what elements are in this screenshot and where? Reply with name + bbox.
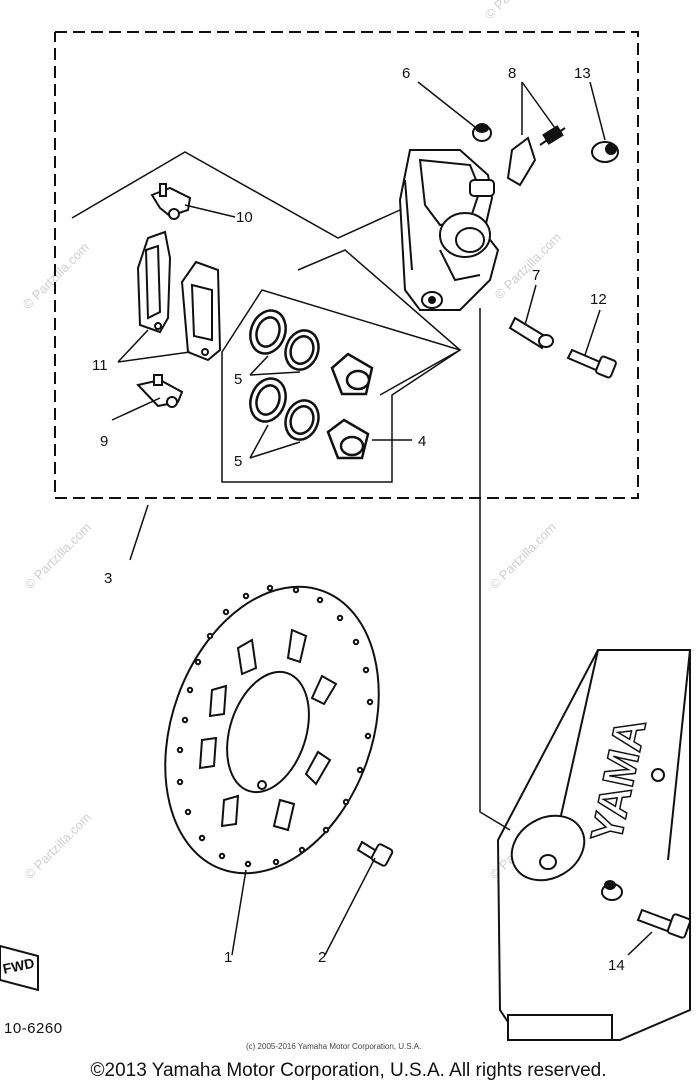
watermark: © Partzilla.com [492,230,565,303]
callout-11: 11 [92,357,108,374]
piston-seals [249,309,320,441]
watermark: © Partzilla.com [482,0,555,22]
callout-10: 10 [236,209,253,226]
cap-part [591,141,619,163]
fork-bolt [636,908,692,939]
watermark: © Partzilla.com [487,520,560,593]
small-copyright: (c) 2005-2016 Yamaha Motor Corporation, … [246,1042,421,1051]
bleed-screw [506,125,566,187]
pad-clip-bottom [136,374,184,408]
fork-brand-text: YAMA [582,714,656,847]
brake-disc [164,584,380,875]
callout-3: 3 [104,570,112,587]
seal-kit-box [221,289,462,483]
callout-2: 2 [318,949,326,966]
callout-13: 13 [574,65,591,82]
callout-4: 4 [418,433,426,450]
callout-14: 14 [608,957,625,974]
front-fork [496,649,691,1041]
watermark: © Partzilla.com [22,520,95,593]
figure-code: 10-6260 [4,1020,63,1037]
fwd-badge: FWD [0,944,39,992]
callout-6: 6 [402,65,410,82]
caliper-assembly-box [54,31,639,499]
callout-5b: 5 [234,453,242,470]
reference-line [479,308,511,831]
callout-8: 8 [508,65,516,82]
leader-lines [111,81,653,956]
bleed-cap [472,123,492,142]
callout-1: 1 [224,949,232,966]
pad-clip-top [150,183,192,220]
pad-group-outline-lower [297,249,462,396]
copyright-footer: ©2013 Yamaha Motor Corporation, U.S.A. A… [90,1060,607,1081]
fwd-text: FWD [1,955,36,977]
brake-caliper [398,149,500,311]
disc-bolt [356,840,394,867]
caliper-bolt [566,348,617,379]
brake-pads [136,230,222,362]
watermark: © Partzilla.com [22,810,95,883]
callout-12: 12 [590,291,607,308]
pistons [326,352,374,460]
pad-group-outline [71,151,401,239]
callout-9: 9 [100,433,108,450]
callout-7: 7 [532,267,540,284]
callout-5a: 5 [234,371,242,388]
caliper-pin [508,316,554,350]
